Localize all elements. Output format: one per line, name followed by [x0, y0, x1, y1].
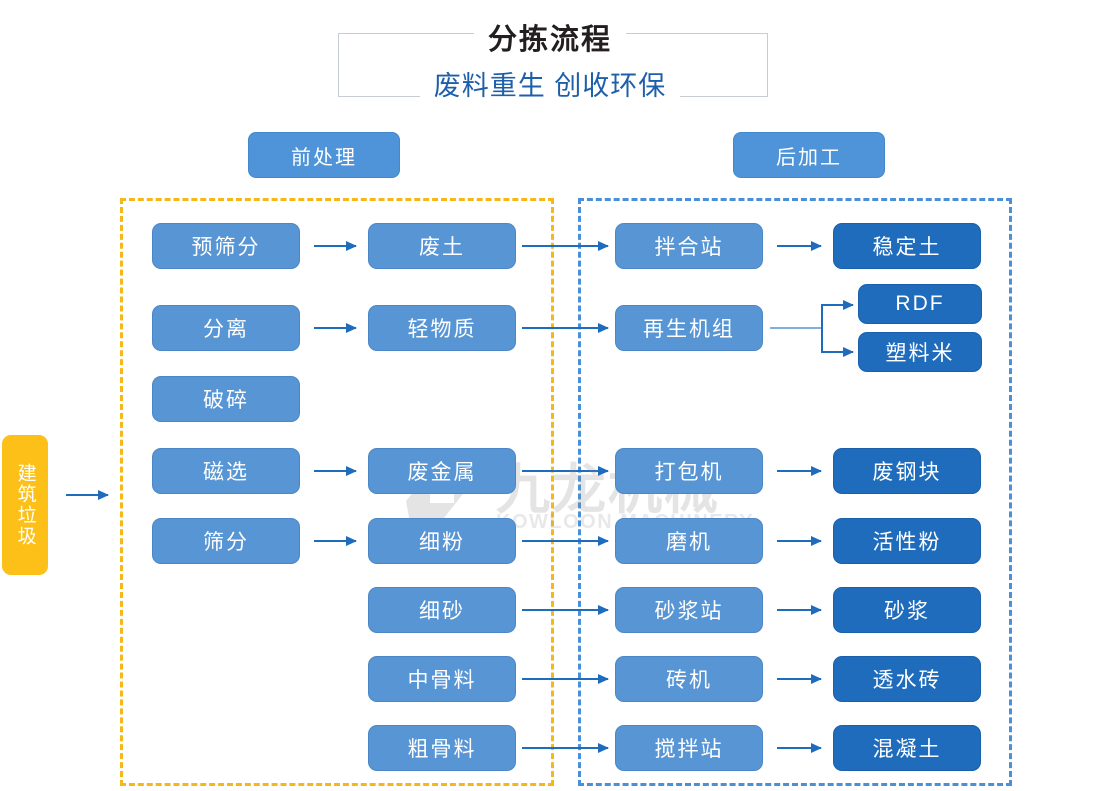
page-title: 分拣流程 [0, 16, 1100, 58]
node-out-medium-aggregate[interactable]: 中骨料 [368, 656, 516, 702]
section-header-pre-process[interactable]: 前处理 [248, 132, 400, 178]
arrow-mill-to-activepowder [777, 536, 822, 546]
node-post-mortar-station[interactable]: 砂浆站 [615, 587, 763, 633]
arrow-batching-to-concrete [777, 743, 822, 753]
node-prod-active-powder[interactable]: 活性粉 [833, 518, 981, 564]
node-out-coarse-aggregate[interactable]: 粗骨料 [368, 725, 516, 771]
arrow-finesand-to-mortar [522, 605, 609, 615]
arrow-regen-to-rdf [821, 300, 854, 310]
region-post-process [578, 198, 1012, 786]
arrow-regen-to-plastic [821, 347, 854, 357]
node-post-mixing-station[interactable]: 拌合站 [615, 223, 763, 269]
node-out-light-material[interactable]: 轻物质 [368, 305, 516, 351]
node-pre-sieve[interactable]: 筛分 [152, 518, 300, 564]
input-node-construction-waste[interactable]: 建筑垃圾 [2, 435, 48, 575]
node-post-baler[interactable]: 打包机 [615, 448, 763, 494]
arrow-brick-to-permeable [777, 674, 822, 684]
arrow-sieve-to-finepowder [314, 536, 357, 546]
node-prod-rdf[interactable]: RDF [858, 284, 982, 324]
node-pre-crush[interactable]: 破碎 [152, 376, 300, 422]
node-out-waste-soil[interactable]: 废土 [368, 223, 516, 269]
arrow-wastesoil-to-mixing [522, 241, 609, 251]
node-pre-separate[interactable]: 分离 [152, 305, 300, 351]
node-out-fine-sand[interactable]: 细砂 [368, 587, 516, 633]
node-out-fine-powder[interactable]: 细粉 [368, 518, 516, 564]
node-prod-permeable-brick[interactable]: 透水砖 [833, 656, 981, 702]
section-header-post-process[interactable]: 后加工 [733, 132, 885, 178]
node-out-waste-metal[interactable]: 废金属 [368, 448, 516, 494]
node-post-regen-unit[interactable]: 再生机组 [615, 305, 763, 351]
node-prod-scrap-steel[interactable]: 废钢块 [833, 448, 981, 494]
connector-regen-split [821, 304, 823, 352]
region-pre-process [120, 198, 554, 786]
node-prod-mortar[interactable]: 砂浆 [833, 587, 981, 633]
arrow-light-to-regen [522, 323, 609, 333]
arrow-baler-to-scrapsteel [777, 466, 822, 476]
node-post-mill[interactable]: 磨机 [615, 518, 763, 564]
node-post-batching-plant[interactable]: 搅拌站 [615, 725, 763, 771]
arrow-mortarstation-to-mortar [777, 605, 822, 615]
arrow-coarseagg-to-batching [522, 743, 609, 753]
arrow-separate-to-light [314, 323, 357, 333]
arrow-medagg-to-brick [522, 674, 609, 684]
arrow-magnetic-to-metal [314, 466, 357, 476]
node-prod-concrete[interactable]: 混凝土 [833, 725, 981, 771]
arrow-presieve-to-wastesoil [314, 241, 357, 251]
arrow-finepowder-to-mill [522, 536, 609, 546]
arrow-input-to-pre [66, 490, 109, 500]
node-post-brick-machine[interactable]: 砖机 [615, 656, 763, 702]
node-pre-presieve[interactable]: 预筛分 [152, 223, 300, 269]
page-subtitle: 废料重生 创收环保 [0, 64, 1100, 103]
arrow-mixing-to-stabilized [777, 241, 822, 251]
connector-regen-stem [770, 327, 822, 329]
arrow-metal-to-baler [522, 466, 609, 476]
node-prod-stabilized-soil[interactable]: 稳定土 [833, 223, 981, 269]
node-prod-plastic-pellet[interactable]: 塑料米 [858, 332, 982, 372]
node-pre-magnetic[interactable]: 磁选 [152, 448, 300, 494]
